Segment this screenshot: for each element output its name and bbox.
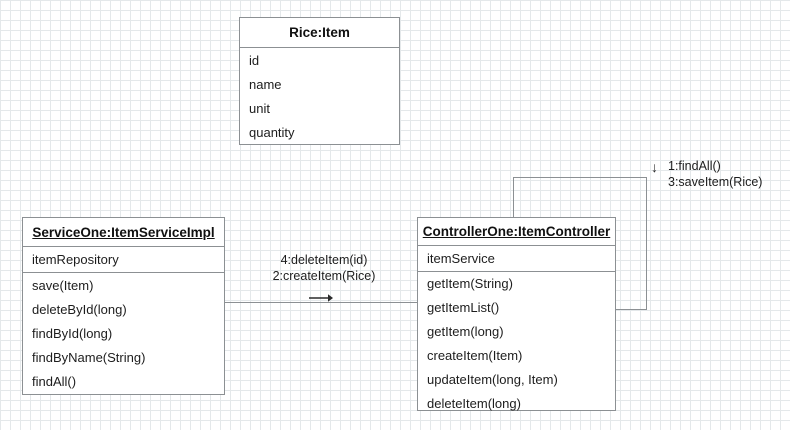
message-line: 1:findAll() <box>668 159 721 173</box>
class-title-text: Rice:Item <box>289 25 350 40</box>
connector-self-segment-return <box>615 309 647 310</box>
class-attributes-controller-one: itemService <box>418 246 615 272</box>
message-line: 2:createItem(Rice) <box>272 269 376 283</box>
attribute-row: itemRepository <box>32 252 119 267</box>
class-title-service-one: ServiceOne:ItemServiceImpl <box>23 218 224 247</box>
arrow-right-icon <box>309 294 333 302</box>
class-attributes-rice-item: id name unit quantity <box>240 48 399 144</box>
operation-row: deleteById(long) <box>32 301 127 317</box>
operation-row: findById(long) <box>32 325 113 341</box>
class-operations-controller-one: getItem(String) getItemList() getItem(lo… <box>418 272 615 415</box>
message-line: 3:saveItem(Rice) <box>668 175 763 189</box>
connector-self-segment-top <box>513 177 647 178</box>
operation-row: findAll() <box>32 373 77 389</box>
class-title-rice-item: Rice:Item <box>240 18 399 48</box>
attribute-row: unit <box>249 100 270 116</box>
operation-row: findByName(String) <box>32 349 146 365</box>
operation-row: createItem(Item) <box>427 347 523 363</box>
connector-self-segment-up <box>513 177 514 218</box>
attribute-row: id <box>249 52 260 68</box>
class-operations-service-one: save(Item) deleteById(long) findById(lon… <box>23 273 224 393</box>
attribute-row: quantity <box>249 124 295 140</box>
message-label-controller-service: 4:deleteItem(id) 2:createItem(Rice) <box>254 252 394 284</box>
connector-self-segment-down <box>646 177 647 310</box>
class-attributes-service-one: itemRepository <box>23 247 224 273</box>
operation-row: getItem(String) <box>427 276 513 291</box>
operation-row: save(Item) <box>32 277 94 293</box>
class-title-controller-one: ControllerOne:ItemController <box>418 218 615 246</box>
operation-row: getItem(long) <box>427 323 504 339</box>
class-box-controller-one[interactable]: ControllerOne:ItemController itemService… <box>417 217 616 411</box>
arrow-down-icon: ↓ <box>651 159 658 175</box>
class-title-text: ControllerOne:ItemController <box>422 224 611 239</box>
connector-controller-service <box>224 302 417 303</box>
message-line: 4:deleteItem(id) <box>280 253 368 267</box>
class-box-rice-item[interactable]: Rice:Item id name unit quantity <box>239 17 400 145</box>
operation-row: getItemList() <box>427 299 500 315</box>
operation-row: deleteItem(long) <box>427 395 521 411</box>
class-box-service-one[interactable]: ServiceOne:ItemServiceImpl itemRepositor… <box>22 217 225 395</box>
message-label-controller-self: 1:findAll() 3:saveItem(Rice) <box>668 158 762 190</box>
attribute-row: name <box>249 76 282 92</box>
class-title-text: ServiceOne:ItemServiceImpl <box>32 224 215 240</box>
attribute-row: itemService <box>427 251 495 266</box>
operation-row: updateItem(long, Item) <box>427 371 558 387</box>
